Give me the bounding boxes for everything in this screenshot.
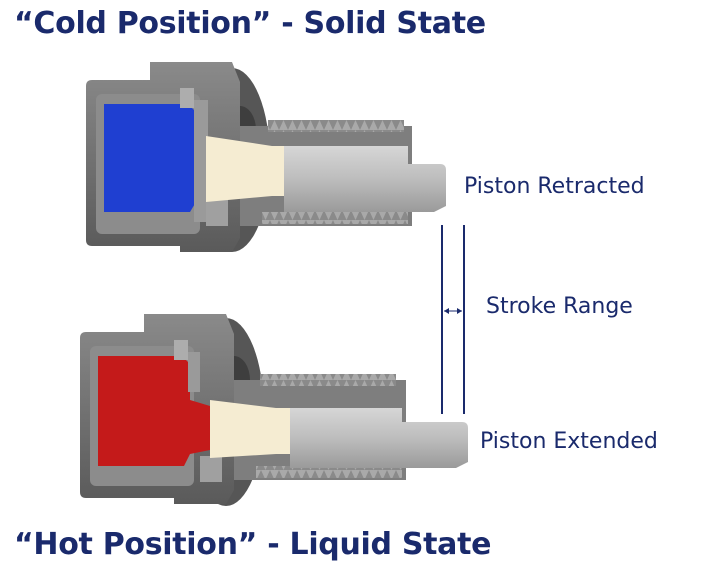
seal-ring-lower [200,456,222,482]
label-piston-retracted: Piston Retracted [464,174,645,199]
thread-top [268,120,404,132]
seal-ring [180,88,194,108]
stroke-arrow-head-left [444,308,449,314]
title-cold-position: “Cold Position” - Solid State [14,6,486,41]
stroke-arrow-head-right [457,308,462,314]
label-piston-extended: Piston Extended [480,429,658,454]
actuator-cold [86,62,446,252]
wax-solid [104,104,196,212]
piston-rod [290,408,468,468]
actuator-hot [80,314,468,506]
stroke-indicator [441,225,465,414]
plug-insert [210,400,296,458]
seal-ring-lower [206,200,228,226]
thread-bottom [262,212,408,224]
thread-bottom [256,466,402,478]
wax-liquid [98,356,210,466]
thread-top [260,374,396,386]
label-stroke-range: Stroke Range [486,294,633,319]
piston-rod [284,146,446,212]
seal-ring [174,340,188,360]
diaphragm [194,100,208,222]
title-hot-position: “Hot Position” - Liquid State [14,527,492,562]
plug-insert [206,136,290,202]
diaphragm [188,352,200,392]
